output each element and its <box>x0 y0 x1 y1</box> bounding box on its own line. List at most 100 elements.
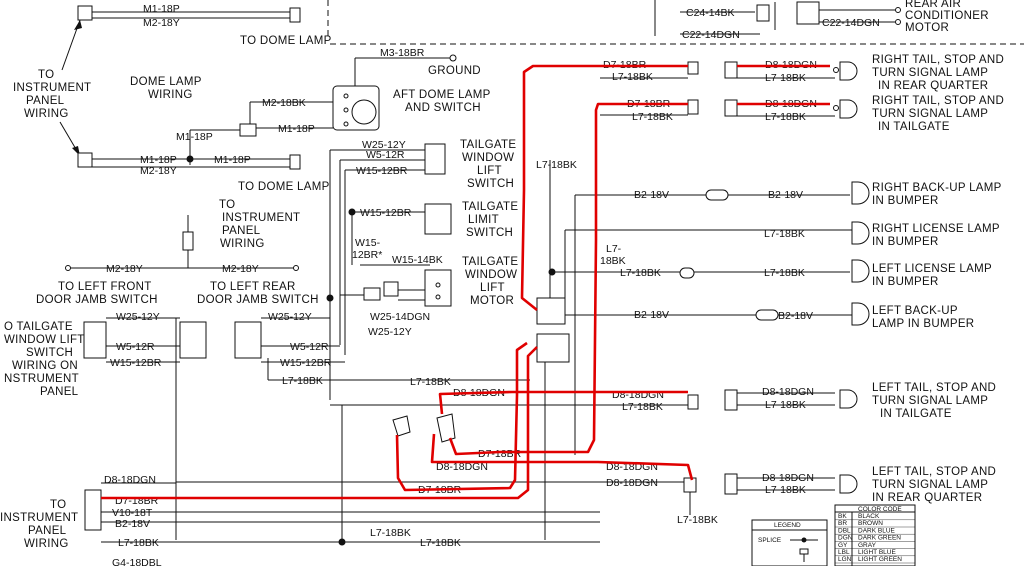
lamp-bulb-icon <box>839 61 858 81</box>
lamp-bulb-icon <box>851 302 870 326</box>
connector-plug <box>77 152 93 168</box>
tg-window-switch-label-1: TAILGATE <box>460 139 516 151</box>
dome-lamp-connector <box>289 7 301 23</box>
highlight-d7-tailgate <box>448 102 688 456</box>
tg-limit-label-2: LIMIT <box>468 214 499 226</box>
color-code-name: LIGHT BLUE <box>858 549 896 556</box>
wire-label: L7-18BK <box>632 111 673 123</box>
wire-label: L7-18BK <box>612 71 653 83</box>
aft-dome-label-1: AFT DOME LAMP <box>393 89 491 101</box>
wire-label: M2-18Y <box>222 263 259 275</box>
wire-label: L7-18BK <box>410 376 451 388</box>
wire-label: L7-18BK <box>764 267 805 279</box>
wire-label: W5-12R <box>290 341 329 353</box>
color-code-name: BROWN <box>858 520 883 527</box>
lamp-label: TURN SIGNAL LAMP <box>872 479 988 491</box>
lamp-circuits: D7-18BR L7-18BK D8-18DGN L7-18BK RIGHT T… <box>176 54 1004 526</box>
lamp-label: TURN SIGNAL LAMP <box>872 108 988 120</box>
connector-icon <box>799 548 809 555</box>
wire-label: M3-18BR <box>380 47 425 59</box>
wire-label: W25-12Y <box>362 139 406 151</box>
wire-label: M2-18Y <box>140 165 177 177</box>
tg-window-switch-label-2: WINDOW <box>462 152 514 164</box>
lamp-label: LEFT LICENSE LAMP <box>872 263 992 275</box>
to-tailgate-4: WIRING ON <box>12 360 78 372</box>
dome-lamp-wiring: M1-18P M2-18Y TO DOME LAMP TO INSTRUMENT… <box>13 3 491 193</box>
wire-label: L7-18BK <box>118 537 159 549</box>
lamp-bulb-icon <box>851 259 870 283</box>
lamp-connector <box>724 61 738 79</box>
to-tailgate-6: PANEL <box>40 386 79 398</box>
lamp-bulb-icon <box>839 99 858 119</box>
wire-label: C22-14DGN <box>682 29 740 41</box>
wire-label: W25-12Y <box>268 311 312 323</box>
rear-ac-label-2: CONDITIONER <box>905 10 989 22</box>
to-instrument-panel-2: INSTRUMENT <box>13 82 91 94</box>
lamp-label: IN REAR QUARTER <box>872 492 982 504</box>
ground-label: GROUND <box>428 65 481 77</box>
lamp-label: IN BUMPER <box>872 195 939 207</box>
tg-motor-label-2: WINDOW <box>465 269 517 281</box>
left-front-label-1: TO LEFT FRONT <box>58 281 152 293</box>
to-ip2-1: TO <box>219 199 235 211</box>
wire-label: W15-14BK <box>392 254 443 266</box>
instrument-panel-connector <box>84 489 102 531</box>
wire-label: V10-18T <box>112 507 153 519</box>
color-code-abbr: DGN <box>838 535 853 542</box>
wire-label: B2-18V <box>634 189 669 201</box>
lamp-label: RIGHT BACK-UP LAMP <box>872 182 1002 194</box>
left-rear-label-2: DOOR JAMB SWITCH <box>197 294 319 306</box>
highlight-d7-panel <box>101 346 538 500</box>
tg-motor-label-3: LIFT <box>480 282 505 294</box>
wire-label: M1-18P <box>214 154 251 166</box>
wire-label: D8-18DGN <box>762 386 814 398</box>
color-code-abbr: LBL <box>838 549 850 556</box>
lamp-bulb-icon <box>839 389 858 409</box>
wire-label: M1-18P <box>278 123 315 135</box>
wire-label: M1-18P <box>143 3 180 15</box>
wire-label: C24-14BK <box>686 7 734 19</box>
tg-window-switch-label-3: LIFT <box>477 165 502 177</box>
door-jamb-wiring: TO INSTRUMENT PANEL WIRING M2-18Y M2-18Y… <box>36 199 319 306</box>
dome-lamp-connector <box>289 154 301 170</box>
wire-label: L7-18BK <box>764 228 805 240</box>
wire-label: W25-14DGN <box>370 311 430 323</box>
dome-lamp-wiring-title-2: WIRING <box>148 89 193 101</box>
left-rear-label-1: TO LEFT REAR <box>210 281 296 293</box>
lamp-label: IN REAR QUARTER <box>878 80 988 92</box>
to-instrument-panel-1: TO <box>38 69 54 81</box>
lamp-label: TURN SIGNAL LAMP <box>872 67 988 79</box>
tailgate-harness: L7-18BK L7- 18BK <box>536 159 840 540</box>
color-code-name: GRAY <box>858 542 877 549</box>
wire-label: B2-18V <box>768 189 803 201</box>
connector <box>363 287 381 301</box>
dome-lamp-wiring-title-1: DOME LAMP <box>130 76 202 88</box>
lamp-bulb-icon <box>851 181 870 205</box>
highlight-d8-tailgate <box>438 390 688 415</box>
wire-label: L7-18BK <box>370 527 411 539</box>
rear-ac-label-3: MOTOR <box>905 22 949 34</box>
harness-connector-lower <box>536 333 570 363</box>
connector <box>687 394 699 410</box>
legend-box: LEGEND SPLICE <box>751 519 828 566</box>
connector <box>383 281 399 297</box>
wire-label: D8-18DGN <box>104 474 156 486</box>
wire-label: M2-18Y <box>143 17 180 29</box>
splice-icon <box>186 155 194 163</box>
wire-label: L7-18BK <box>536 159 577 171</box>
color-code-abbr: LGN <box>838 556 852 563</box>
to-tailgate-3: SWITCH <box>26 347 73 359</box>
wire-label: B2-18V <box>634 309 669 321</box>
connector <box>234 321 262 359</box>
to-tailgate-5: NSTRUMENT <box>4 373 79 385</box>
lamp-label: RIGHT TAIL, STOP AND <box>872 95 1004 107</box>
wire-label: L7-18BK <box>420 537 461 549</box>
wire-label: W15-12BR <box>356 165 408 177</box>
tailgate-switch-wiring: W25-12Y W5-12R W15-12BR TAILGATE WINDOW … <box>329 139 518 400</box>
connector <box>83 321 107 359</box>
tg-motor-label-1: TAILGATE <box>462 256 518 268</box>
wire-label: B2-18V <box>778 310 813 322</box>
connector <box>683 477 697 493</box>
wire-label: 18BK <box>600 255 626 267</box>
highlight-d7-right-quarter <box>520 64 688 312</box>
